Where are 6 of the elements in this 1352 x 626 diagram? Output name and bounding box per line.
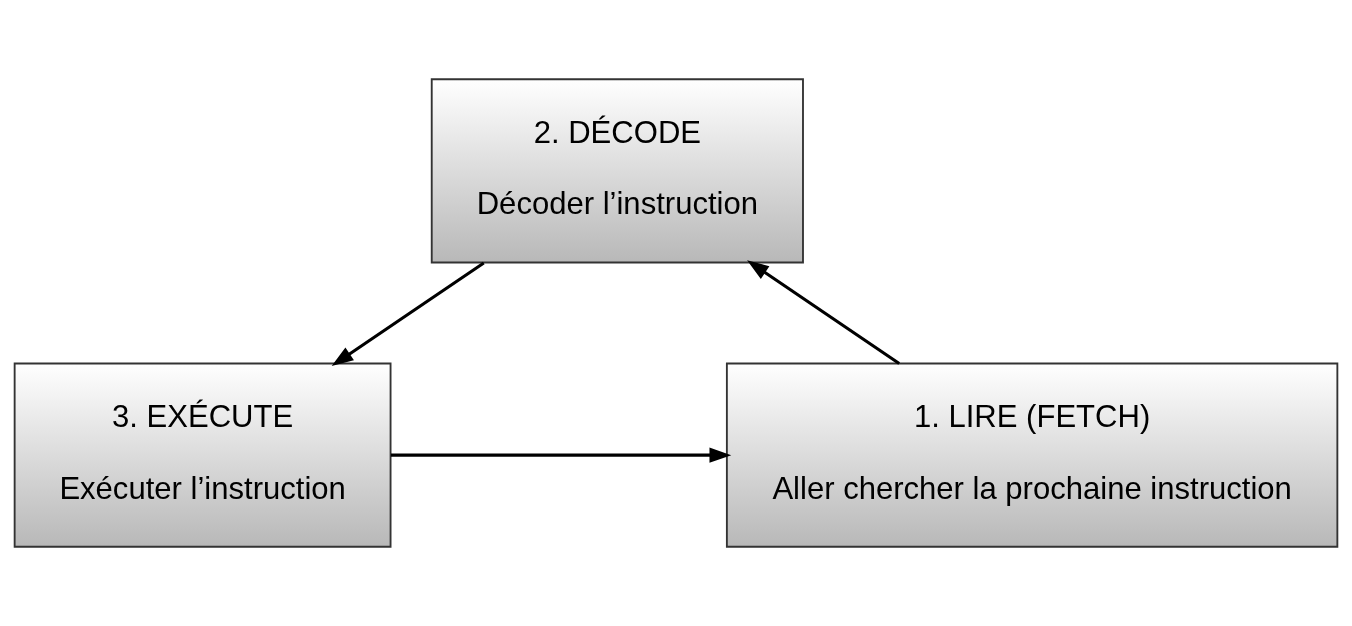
node-box: 2. DÉCODE Décoder l’instruction <box>430 78 804 264</box>
arrow <box>390 447 732 463</box>
node-box: 3. EXÉCUTE Exécuter l’instruction <box>13 362 392 548</box>
arrow <box>331 261 485 367</box>
node-box: 1. LIRE (FETCH) Aller chercher la prochaine instruction <box>725 362 1339 548</box>
arrow <box>747 260 901 365</box>
